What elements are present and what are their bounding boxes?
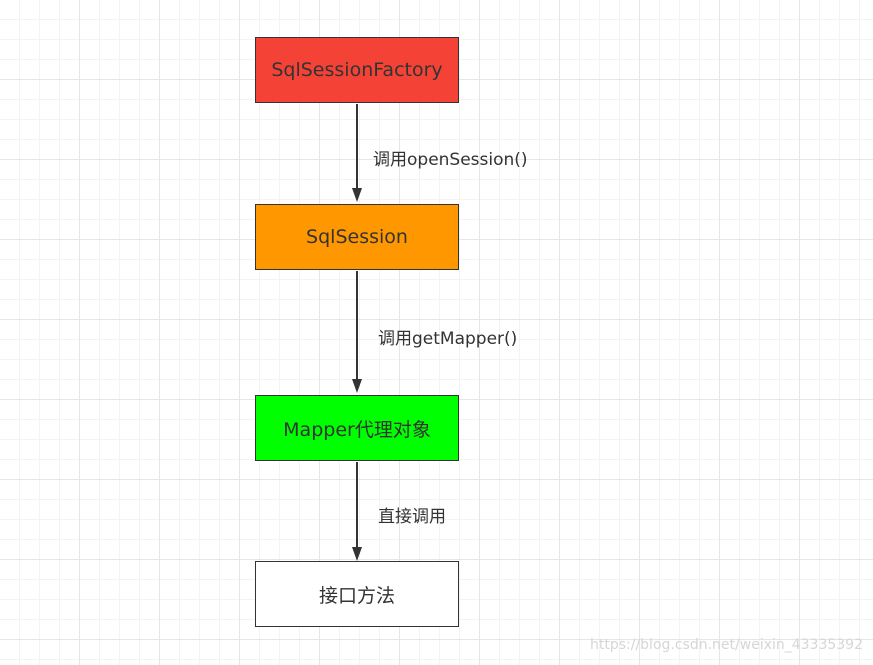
edge-label-get-mapper: 调用getMapper() (378, 329, 518, 349)
node-mapper-proxy: Mapper代理对象 (255, 395, 459, 461)
edge-label-open-session: 调用openSession() (373, 150, 528, 170)
node-label: Mapper代理对象 (283, 418, 431, 441)
arrowhead-icon (352, 379, 362, 393)
node-interface-method: 接口方法 (255, 561, 459, 627)
arrowhead-icon (352, 188, 362, 202)
watermark: https://blog.csdn.net/weixin_43335392 (589, 637, 863, 653)
node-label: SqlSessionFactory (271, 59, 443, 81)
node-sqlsession: SqlSession (255, 204, 459, 270)
node-label: 接口方法 (318, 584, 395, 607)
arrowhead-icon (352, 547, 362, 561)
node-label: SqlSession (306, 226, 408, 248)
node-sqlsessionfactory: SqlSessionFactory (255, 37, 459, 103)
edge-label-direct-call: 直接调用 (378, 507, 446, 527)
